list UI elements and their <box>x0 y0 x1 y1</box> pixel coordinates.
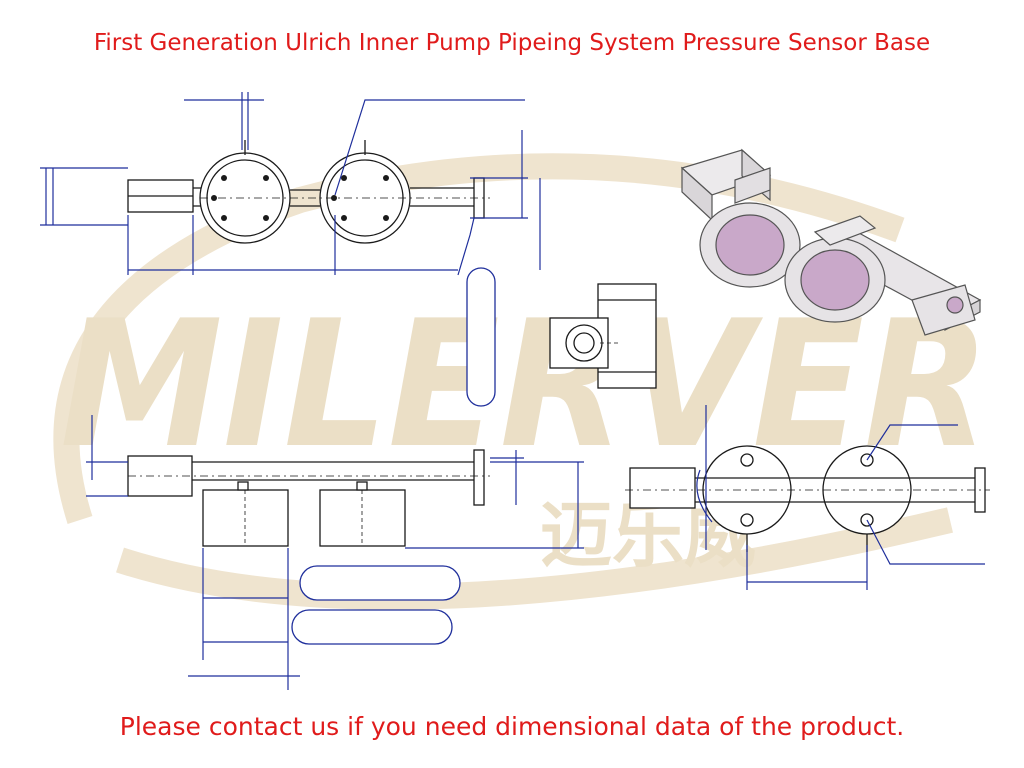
front-view-block-right <box>319 489 406 547</box>
front-view-dimensions <box>86 415 584 690</box>
slot-vertical <box>466 267 496 407</box>
front-view-flange <box>473 449 485 506</box>
top-view <box>127 140 490 244</box>
slot-shapes <box>291 267 496 645</box>
side-view <box>625 445 990 552</box>
end-view <box>549 283 657 389</box>
side-view-connector <box>629 467 696 509</box>
3d-render <box>680 148 982 336</box>
top-view-dimensions <box>40 92 541 276</box>
front-view <box>127 449 490 547</box>
front-view-block-left <box>202 489 289 547</box>
top-view-holes <box>211 175 389 221</box>
watermark-swoosh-bottom <box>116 507 953 610</box>
side-view-dimensions <box>696 405 985 590</box>
page-title: First Generation Ulrich Inner Pump Pipei… <box>93 30 931 56</box>
contact-note: Please contact us if you need dimensiona… <box>119 712 905 741</box>
front-view-connector <box>127 455 193 497</box>
slot-horizontal-bottom <box>291 609 453 645</box>
slot-horizontal-top <box>299 565 461 601</box>
